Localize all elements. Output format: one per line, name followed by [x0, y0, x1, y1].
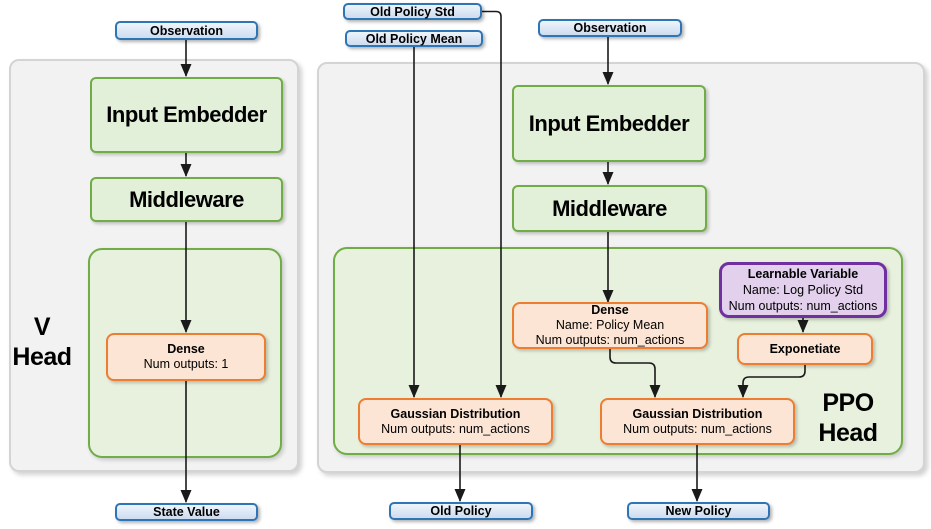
arrow-exponentiate-to-gaussian-new: [737, 365, 806, 398]
old-policy-output: Old Policy: [389, 502, 533, 520]
dense-right-outputs: Num outputs: num_actions: [535, 333, 685, 347]
exponentiate-title: Exponetiate: [769, 341, 841, 356]
observation-input-right: Observation: [538, 19, 682, 37]
middleware-block-right: Middleware: [512, 185, 707, 232]
gaussian-old-outputs: Num outputs: num_actions: [381, 421, 530, 436]
gaussian-old-title: Gaussian Distribution: [390, 406, 521, 421]
new-policy-output: New Policy: [627, 502, 770, 520]
dense-left-title: Dense: [167, 342, 205, 356]
ppo-head-label-line2: Head: [818, 419, 878, 447]
dense-right-title: Dense: [591, 303, 629, 317]
dense-left-detail: Num outputs: 1: [143, 357, 229, 371]
v-head-label-line2: Head: [12, 343, 72, 371]
input-embedder-block-left: Input Embedder: [90, 77, 283, 153]
input-embedder-block-right: Input Embedder: [512, 85, 706, 162]
state-value-output: State Value: [115, 503, 258, 521]
old-policy-std-input: Old Policy Std: [343, 3, 482, 20]
old-policy-mean-input: Old Policy Mean: [345, 30, 483, 47]
gaussian-new-title: Gaussian Distribution: [632, 406, 763, 421]
ppo-head-label-line1: PPO: [822, 389, 874, 417]
gaussian-distribution-block-new: Gaussian Distribution Num outputs: num_a…: [600, 398, 795, 445]
ppo-head-label: PPO Head: [802, 388, 894, 448]
gaussian-distribution-block-old: Gaussian Distribution Num outputs: num_a…: [358, 398, 553, 445]
dense-block-right: Dense Name: Policy Mean Num outputs: num…: [512, 302, 708, 349]
gaussian-new-outputs: Num outputs: num_actions: [623, 421, 772, 436]
v-head-label-line1: V: [33, 313, 51, 341]
exponentiate-block: Exponetiate: [737, 333, 873, 365]
arrow-old-policy-std-to-gaussian-old: [482, 10, 507, 398]
learnable-variable-outputs: Num outputs: num_actions: [728, 299, 878, 313]
observation-input-left: Observation: [115, 21, 258, 40]
arrow-dense-to-gaussian-new: [609, 348, 661, 398]
dense-right-name: Name: Policy Mean: [555, 318, 665, 332]
learnable-variable-title: Learnable Variable: [747, 267, 859, 281]
middleware-block-left: Middleware: [90, 177, 283, 222]
learnable-variable-name: Name: Log Policy Std: [742, 283, 864, 297]
v-head-label: V Head: [2, 312, 82, 372]
dense-block-left: Dense Num outputs: 1: [106, 333, 266, 381]
learnable-variable-block: Learnable Variable Name: Log Policy Std …: [719, 262, 887, 318]
